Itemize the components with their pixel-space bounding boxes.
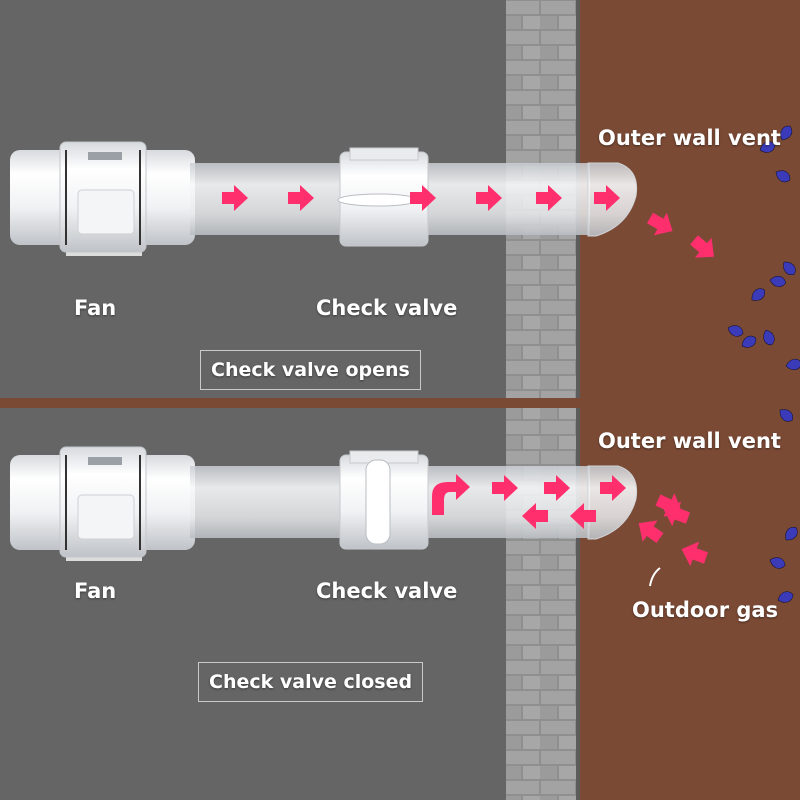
bottom-valve-label: Check valve: [316, 579, 458, 603]
top-fan: [10, 141, 195, 256]
bottom-vent-label: Outer wall vent: [598, 429, 781, 453]
top-caption: Check valve opens: [200, 350, 421, 390]
top-fan-label: Fan: [74, 296, 117, 320]
top-valve-label: Check valve: [316, 296, 458, 320]
outdoor-gas-pointer: [649, 567, 661, 587]
bottom-fan: [10, 446, 195, 561]
bottom-airflow-arrows: [432, 474, 711, 571]
bottom-caption: Check valve closed: [198, 662, 424, 702]
panel-divider: [0, 398, 800, 408]
outdoor-gas-label: Outdoor gas: [632, 598, 779, 622]
top-check-valve: [337, 147, 429, 247]
bottom-check-valve: [339, 450, 429, 550]
bottom-fan-label: Fan: [74, 579, 117, 603]
top-vent-label: Outer wall vent: [598, 126, 781, 150]
